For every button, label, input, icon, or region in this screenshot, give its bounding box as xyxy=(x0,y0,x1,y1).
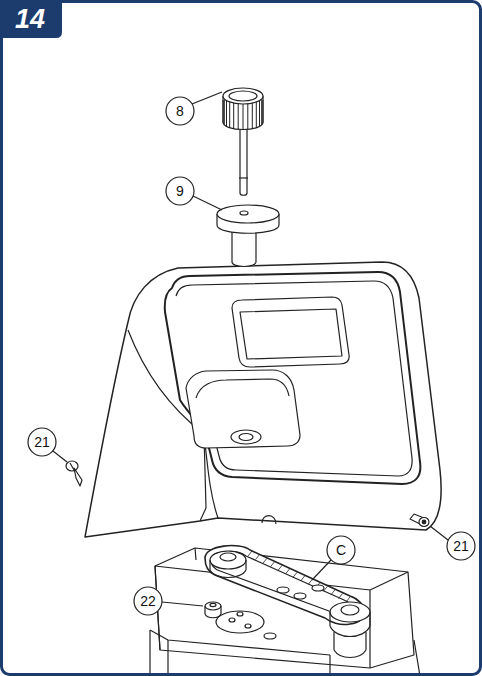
knurl-line xyxy=(229,100,230,128)
belt-tooth xyxy=(286,569,290,574)
knurl-line xyxy=(259,100,260,127)
callout-number: 22 xyxy=(135,591,161,611)
base-assembly xyxy=(150,546,420,676)
belt-tooth xyxy=(278,565,282,570)
spacer xyxy=(217,205,279,267)
knurl-line xyxy=(233,100,234,129)
screw xyxy=(410,514,429,527)
knurl-line xyxy=(238,100,239,130)
knurl-line xyxy=(247,100,248,130)
callout-number: C xyxy=(328,540,354,560)
step-badge xyxy=(0,0,62,38)
knurl-line xyxy=(262,100,263,123)
knob xyxy=(223,88,263,195)
belt-tooth xyxy=(331,590,335,595)
belt-tooth xyxy=(256,555,260,560)
belt-tooth xyxy=(293,572,297,577)
belt-tooth xyxy=(248,551,252,556)
knurl-line xyxy=(226,100,227,127)
callout-leader xyxy=(28,92,475,615)
belt-tooth xyxy=(346,597,350,602)
belt-tooth xyxy=(339,594,343,599)
callout-number: 8 xyxy=(167,101,193,121)
callout-number: 9 xyxy=(167,181,193,201)
step-number: 14 xyxy=(0,0,60,38)
cover-housing xyxy=(85,262,441,537)
belt-tooth xyxy=(308,579,312,584)
belt-tooth xyxy=(271,562,275,567)
knurl-line xyxy=(224,100,225,125)
belt-tooth xyxy=(301,576,305,581)
screw xyxy=(66,461,82,486)
knurl-line xyxy=(252,100,253,129)
belt-tooth xyxy=(263,558,267,563)
knurl-line xyxy=(256,100,257,128)
knurl-line xyxy=(223,100,224,123)
knurl-line xyxy=(261,100,262,125)
callout-number: 21 xyxy=(448,536,474,556)
callout-number: 21 xyxy=(29,432,55,452)
